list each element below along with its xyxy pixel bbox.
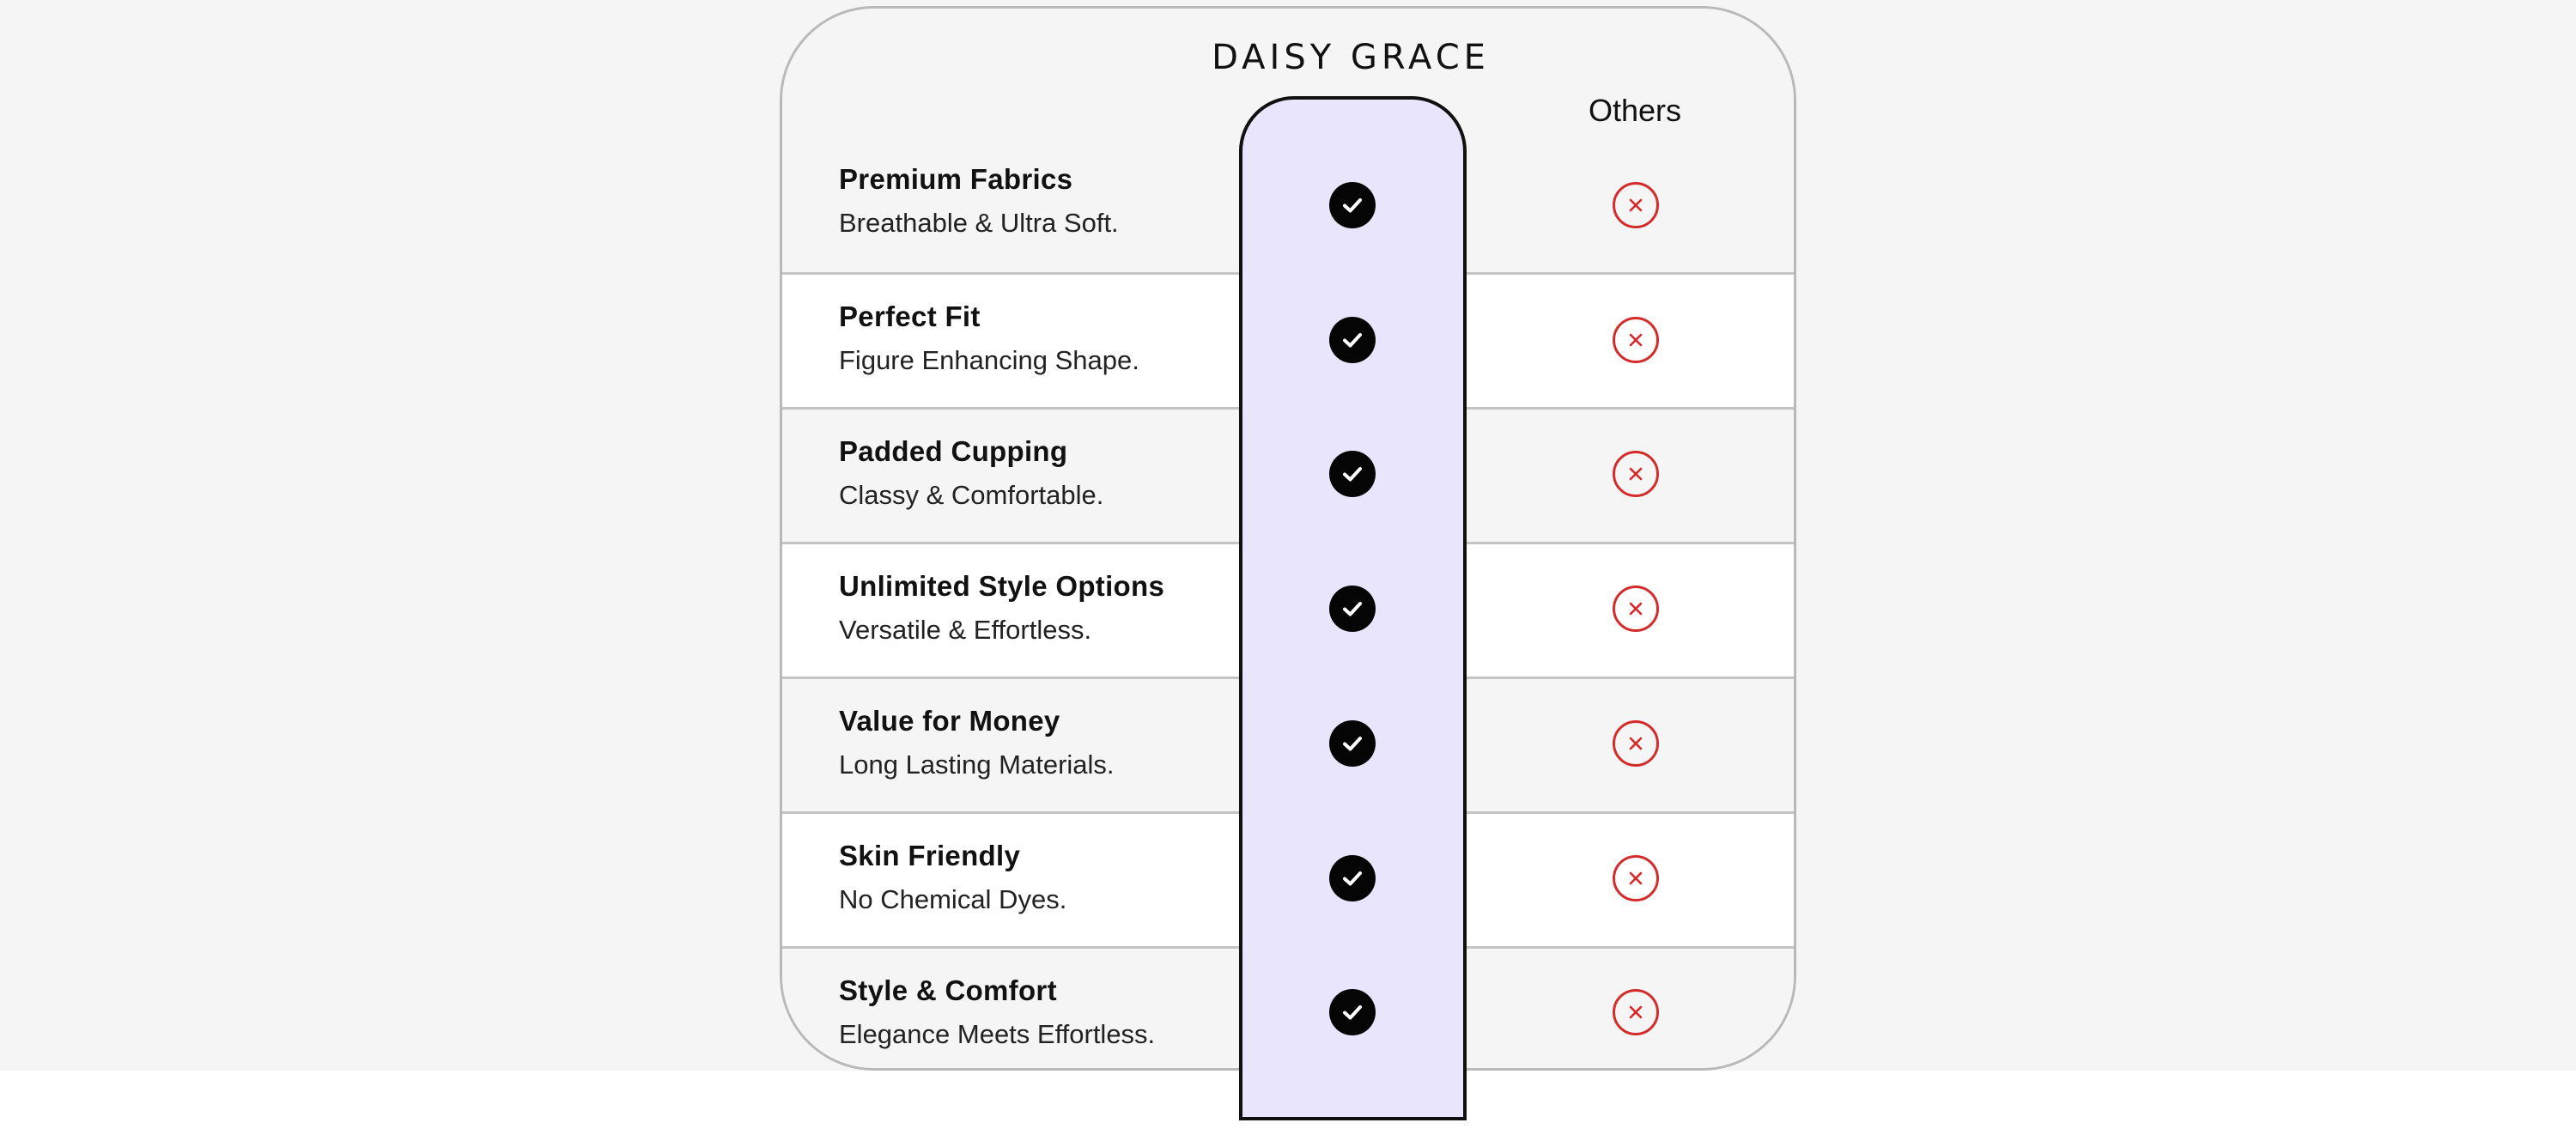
feature-description: Long Lasting Materials.: [839, 750, 1115, 780]
check-icon: [1329, 182, 1376, 228]
check-icon: [1329, 855, 1376, 901]
feature-cell: Skin Friendly No Chemical Dyes.: [839, 840, 1066, 915]
check-icon: [1329, 989, 1376, 1035]
cross-icon: [1613, 855, 1659, 901]
brand-column-header: DAISY GRACE: [1212, 38, 1490, 77]
feature-cell: Value for Money Long Lasting Materials.: [839, 705, 1115, 780]
feature-title: Value for Money: [839, 705, 1060, 737]
feature-title: Padded Cupping: [839, 435, 1068, 467]
feature-description: Versatile & Effortless.: [839, 615, 1092, 645]
feature-description: Breathable & Ultra Soft.: [839, 208, 1119, 238]
check-icon: [1329, 586, 1376, 632]
feature-description: Elegance Meets Effortless.: [839, 1019, 1156, 1049]
feature-title: Perfect Fit: [839, 300, 981, 332]
feature-description: No Chemical Dyes.: [839, 884, 1067, 914]
check-icon: [1329, 451, 1376, 497]
feature-cell: Perfect Fit Figure Enhancing Shape.: [839, 300, 1139, 376]
feature-cell: Style & Comfort Elegance Meets Effortles…: [839, 974, 1155, 1050]
feature-description: Classy & Comfortable.: [839, 480, 1104, 510]
cross-icon: [1613, 989, 1659, 1035]
cross-icon: [1613, 317, 1659, 363]
feature-cell: Premium Fabrics Breathable & Ultra Soft.: [839, 163, 1119, 239]
feature-title: Unlimited Style Options: [839, 570, 1165, 602]
feature-title: Style & Comfort: [839, 974, 1057, 1006]
cross-icon: [1613, 182, 1659, 228]
cross-icon: [1613, 451, 1659, 497]
cross-icon: [1613, 720, 1659, 767]
check-icon: [1329, 720, 1376, 767]
feature-description: Figure Enhancing Shape.: [839, 345, 1139, 375]
feature-cell: Unlimited Style Options Versatile & Effo…: [839, 570, 1164, 646]
check-icon: [1329, 317, 1376, 363]
others-column-header: Others: [1588, 93, 1682, 128]
feature-cell: Padded Cupping Classy & Comfortable.: [839, 435, 1103, 511]
feature-title: Skin Friendly: [839, 840, 1021, 871]
feature-title: Premium Fabrics: [839, 163, 1073, 195]
cross-icon: [1613, 586, 1659, 632]
